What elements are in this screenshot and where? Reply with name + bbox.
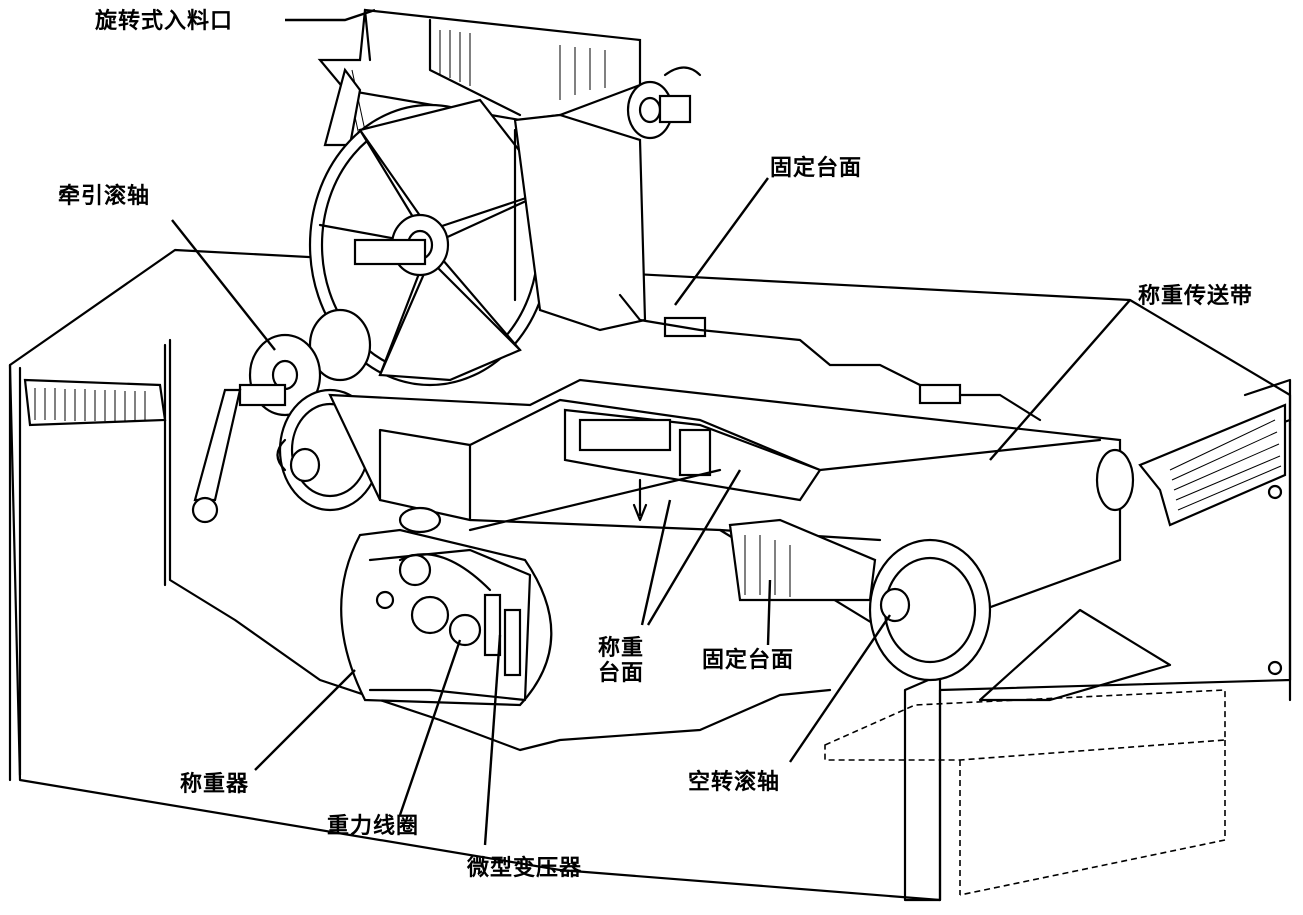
leader-rotary-inlet [285, 8, 376, 22]
leader-lines [171, 8, 1131, 846]
leader-weighing-belt [989, 299, 1131, 461]
label-micro-transformer: 微型变压器 [467, 856, 583, 881]
label-idler-roller: 空转滚轴 [688, 770, 781, 795]
label-fixed-platform-top: 固定台面 [770, 156, 863, 181]
leader-weighing-platform-a [640, 499, 672, 626]
machine-frame [8, 248, 1292, 902]
leader-weighing-platform-b [646, 469, 742, 626]
leader-traction-roller [171, 219, 276, 351]
label-weighing-platform: 称重 台面 [598, 636, 645, 687]
label-weighing-belt: 称重传送带 [1138, 284, 1254, 309]
rotary-wheel [308, 66, 702, 387]
label-weigher: 称重器 [180, 772, 250, 797]
leader-idler-roller [789, 614, 891, 763]
leader-fixed-platform-bottom [766, 579, 772, 646]
label-rotary-inlet: 旋转式入料口 [95, 9, 234, 34]
right-ledge [1138, 403, 1287, 676]
leader-fixed-platform-top [674, 177, 769, 306]
traction-roller [191, 308, 382, 524]
weighing-belt [328, 293, 1135, 682]
leader-weigher [254, 669, 356, 771]
label-gravity-coil: 重力线圈 [327, 814, 420, 839]
label-fixed-platform-bottom: 固定台面 [702, 648, 795, 673]
label-traction-roller: 牵引滚轴 [58, 184, 151, 209]
left-ledge [23, 378, 167, 427]
rotary-inlet [317, 8, 642, 147]
leader-gravity-coil [398, 639, 462, 816]
leader-micro-transformer [483, 634, 502, 846]
